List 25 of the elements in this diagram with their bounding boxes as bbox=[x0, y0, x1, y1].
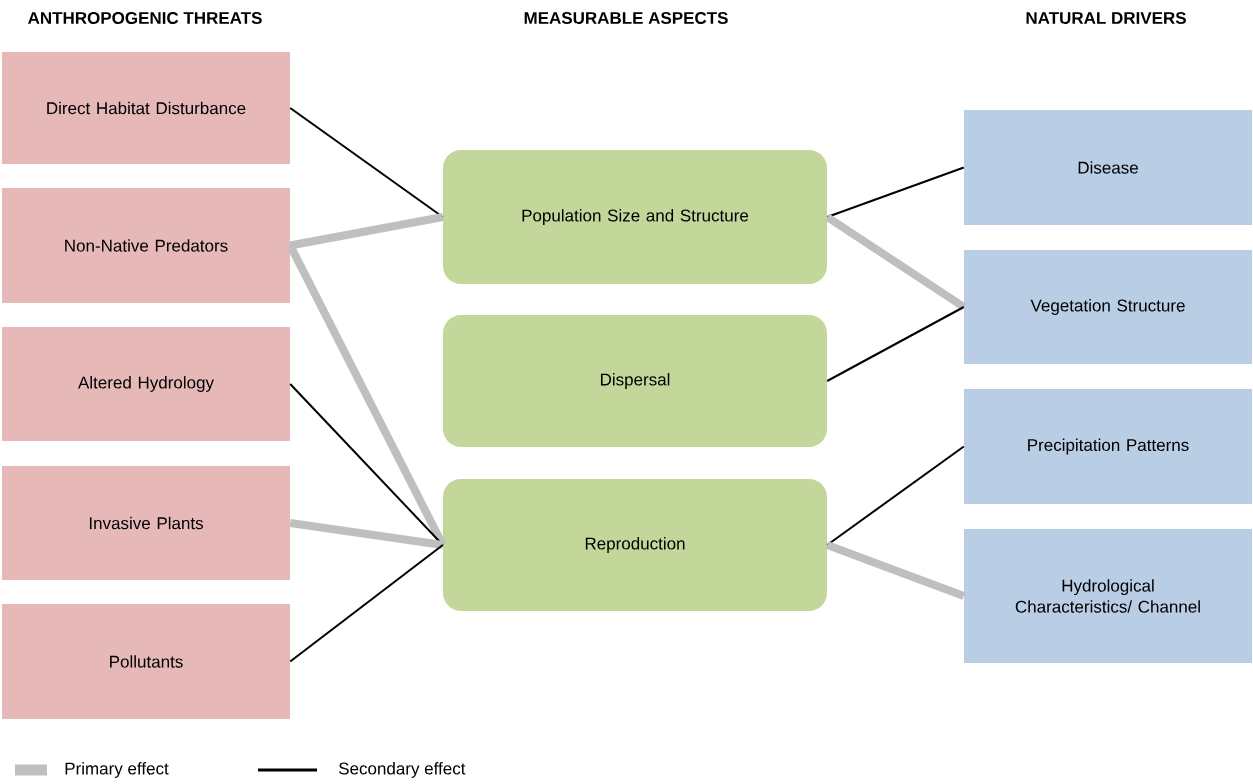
connector-line bbox=[825, 541, 966, 600]
connector-line bbox=[289, 544, 444, 663]
driver-box: Disease bbox=[964, 110, 1252, 225]
threat-box: Altered Hydrology bbox=[2, 327, 290, 441]
driver-box: Vegetation Structure bbox=[964, 250, 1252, 364]
connector-line bbox=[826, 166, 965, 218]
driver-box: Precipitation Patterns bbox=[964, 389, 1252, 504]
threat-box: Invasive Plants bbox=[2, 466, 290, 580]
threat-box: Direct Habitat Disturbance bbox=[2, 52, 290, 164]
aspect-box: Reproduction bbox=[443, 479, 827, 611]
column-heading: ANTHROPOGENIC THREATS bbox=[28, 12, 262, 24]
connector-line bbox=[286, 243, 447, 547]
aspect-box: Population Size and Structure bbox=[443, 150, 827, 284]
threat-box: Pollutants bbox=[2, 604, 290, 719]
threat-box: Non-Native Predators bbox=[2, 188, 290, 303]
driver-box: Hydrological Characteristics/ Channel bbox=[964, 529, 1252, 663]
connector-line bbox=[289, 519, 444, 549]
legend-label: Primary effect bbox=[65, 762, 169, 778]
column-heading: MEASURABLE ASPECTS bbox=[524, 12, 728, 24]
aspect-box: Dispersal bbox=[443, 315, 827, 447]
connector-line bbox=[826, 306, 965, 382]
column-heading: NATURAL DRIVERS bbox=[1026, 12, 1186, 24]
connector-line bbox=[825, 213, 966, 311]
connector-line bbox=[289, 213, 444, 250]
legend-label: Secondary effect bbox=[339, 762, 466, 778]
